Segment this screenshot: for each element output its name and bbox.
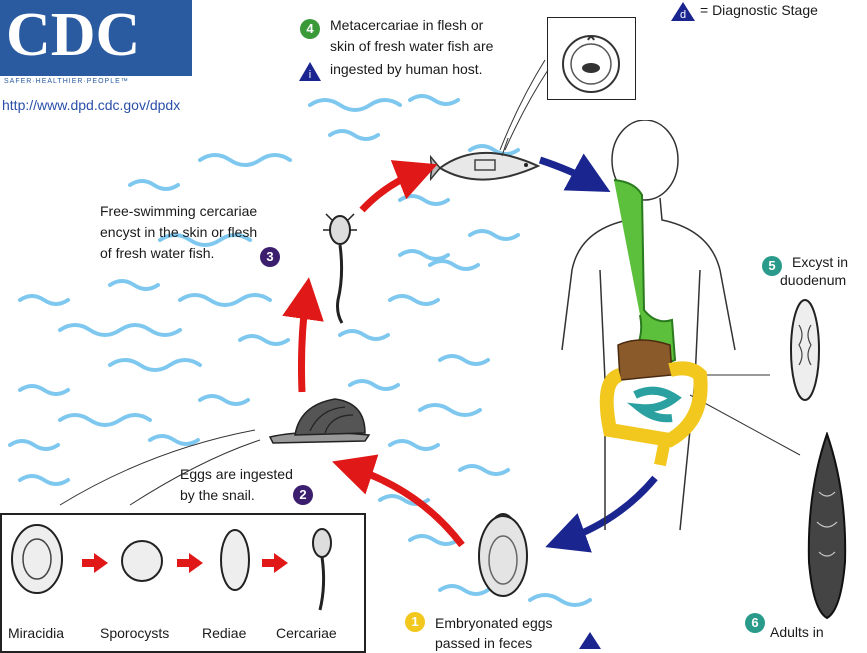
step-6-badge: 6 — [745, 613, 765, 633]
metacercaria-icon — [562, 35, 620, 93]
cercaria-icon — [323, 213, 357, 324]
step-3-line3: of fresh water fish. — [100, 245, 215, 261]
legend-label: = Diagnostic Stage — [700, 2, 818, 18]
adult-fluke-icon — [807, 432, 847, 620]
step-1-badge: 1 — [405, 612, 425, 632]
source-url: http://www.dpd.cdc.gov/dpdx — [2, 97, 181, 113]
stage-label-sporocysts: Sporocysts — [100, 625, 170, 641]
metacercaria-inset — [547, 17, 636, 100]
step-1-line2: passed in feces — [435, 635, 533, 651]
excysted-metacercaria-icon — [790, 299, 820, 401]
step-4-line3: ingested by human host. — [330, 61, 483, 77]
snail-stage-figures — [11, 524, 332, 611]
miracidium-icon — [11, 524, 63, 594]
snail-stages-inset: Miracidia Sporocysts Rediae Cercariae — [0, 513, 366, 653]
fish-icon — [430, 138, 541, 182]
stage-label-rediae: Rediae — [202, 625, 247, 641]
step-3-badge: 3 — [260, 247, 280, 267]
cdc-logo: CDC — [0, 0, 192, 76]
legend-symbol: d — [680, 9, 686, 21]
step-5-badge: 5 — [762, 256, 782, 276]
step-4-line1: Metacercariae in flesh or — [330, 17, 484, 33]
embryonated-egg-icon — [478, 513, 528, 597]
cercaria-inset-icon — [312, 528, 332, 558]
human-body-icon — [561, 120, 736, 531]
step-1-line1: Embryonated eggs — [435, 615, 553, 631]
stage-label-cercariae: Cercariae — [276, 625, 337, 641]
infective-symbol: i — [309, 69, 311, 81]
infective-stage-triangle-icon: i — [299, 62, 321, 81]
step-2-line1: Eggs are ingested — [180, 466, 293, 482]
stage-label-miracidia: Miracidia — [8, 625, 65, 641]
step-6-line1: Adults in — [770, 624, 824, 640]
logo-text: CDC — [6, 1, 141, 69]
sporocyst-icon — [121, 540, 163, 582]
step-4-badge: 4 — [300, 19, 320, 39]
diagnostic-stage-step1-triangle-icon — [579, 632, 601, 649]
step-3-line2: encyst in the skin or flesh — [100, 224, 258, 240]
snail-icon — [268, 398, 371, 444]
step-5-line1: Excyst in — [792, 254, 849, 270]
step-3-line1: Free-swimming cercariae — [100, 203, 258, 219]
logo-tagline: SAFER·HEALTHIER·PEOPLE™ — [4, 78, 129, 85]
step-2-badge: 2 — [293, 485, 313, 505]
diagnostic-stage-triangle-icon: d — [671, 2, 695, 21]
step-2-line2: by the snail. — [180, 487, 255, 503]
step-4-line2: skin of fresh water fish are — [330, 38, 494, 54]
step-5-line2: duodenum — [780, 272, 847, 288]
redia-icon — [220, 529, 250, 591]
